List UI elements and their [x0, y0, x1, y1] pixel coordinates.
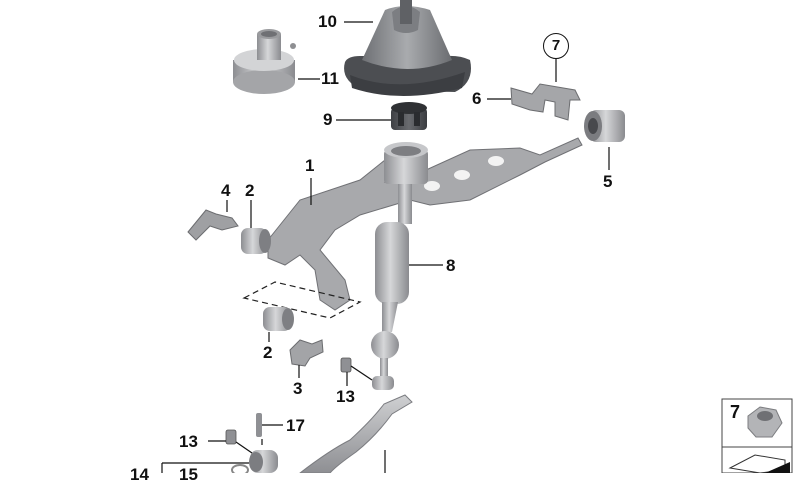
parts-diagram: 10 11 9 6 7 5 1 4 2 8 2 3 13 17 13 14 15… — [130, 0, 793, 483]
callout-13-lower[interactable]: 13 — [179, 432, 198, 451]
part-1-shift-bracket — [267, 137, 583, 311]
callout-15[interactable]: 15 — [179, 465, 198, 484]
diagram-svg — [161, 0, 793, 476]
part-5-rubber-mount — [584, 110, 625, 142]
callout-5[interactable]: 5 — [603, 172, 613, 191]
callout-2-upper[interactable]: 2 — [245, 181, 255, 200]
part-13-clip-upper — [340, 357, 352, 373]
leader-lines — [161, 21, 610, 473]
callout-6[interactable]: 6 — [472, 89, 482, 108]
part-10-shift-boot — [344, 0, 471, 96]
part-17-pin — [256, 413, 262, 437]
legend-label-7: 7 — [730, 402, 741, 422]
callout-14[interactable]: 14 — [130, 465, 149, 484]
callout-3[interactable]: 3 — [293, 379, 303, 398]
callout-8[interactable]: 8 — [446, 256, 456, 275]
legend-nut-icon — [721, 398, 793, 474]
part-8-shift-lever — [371, 184, 412, 390]
callout-10[interactable]: 10 — [318, 12, 337, 31]
callout-11[interactable]: 11 — [321, 69, 339, 88]
part-11-bearing-cup — [233, 29, 296, 94]
callout-2-lower[interactable]: 2 — [263, 343, 273, 362]
part-13-clip-lower — [225, 429, 237, 445]
callout-13-upper[interactable]: 13 — [336, 387, 355, 406]
part-2-bushing-upper — [241, 228, 271, 254]
part-9-bearing-ring — [391, 102, 427, 130]
callout-1[interactable]: 1 — [305, 156, 315, 175]
callout-7-circled[interactable]: 7 — [543, 33, 569, 59]
part-3-bolt — [289, 339, 324, 367]
callout-17[interactable]: 17 — [286, 416, 305, 435]
part-6-bracket-clip — [510, 83, 581, 121]
callout-9[interactable]: 9 — [323, 110, 333, 129]
part-2-bushing-lower — [263, 307, 294, 331]
callout-4[interactable]: 4 — [221, 181, 231, 200]
part-4-pin — [187, 209, 239, 241]
assembly-dashed-outline — [242, 281, 362, 319]
